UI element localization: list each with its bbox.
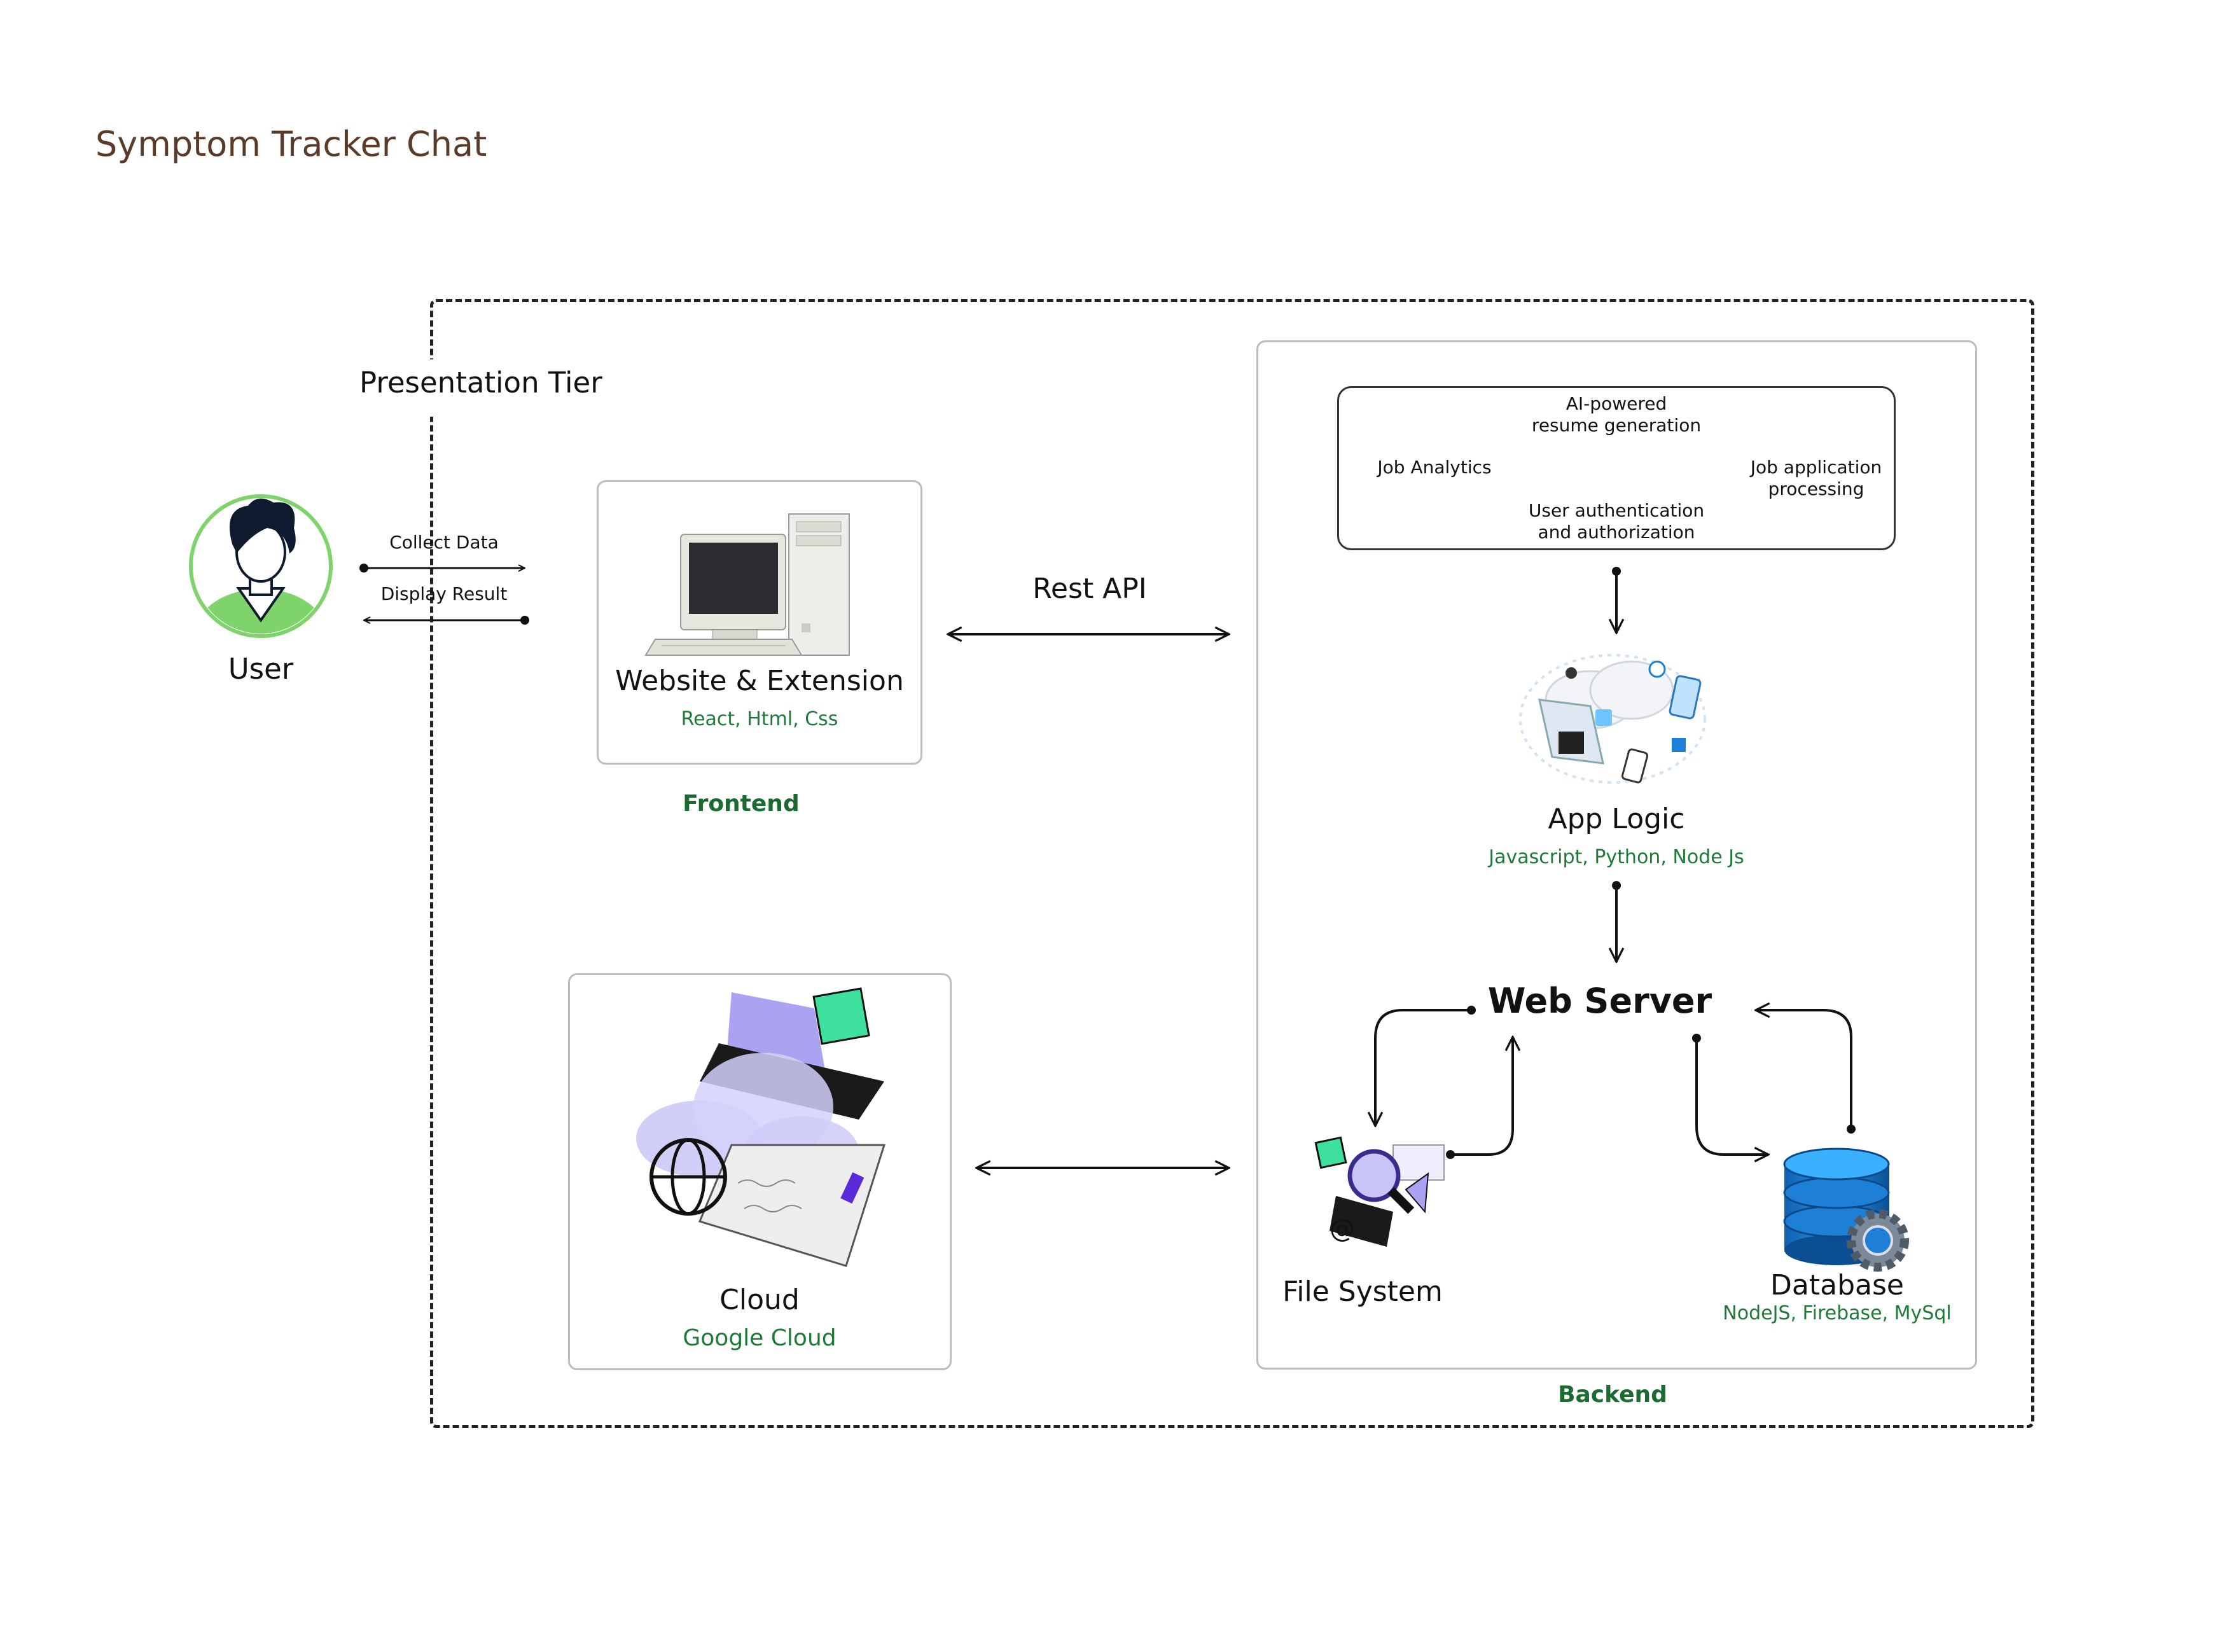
user-avatar-icon[interactable] — [189, 494, 333, 638]
features-box — [1337, 386, 1896, 550]
page-title: Symptom Tracker Chat — [95, 124, 487, 164]
webserver-to-database-arrow — [1697, 1038, 1768, 1155]
app-logic-tech: Javascript, Python, Node Js — [1489, 846, 1744, 868]
webserver-to-filesystem-arrow — [1375, 1010, 1471, 1126]
database-cylinder-icon — [1783, 1148, 1909, 1272]
rest-api-label: Rest API — [1032, 573, 1147, 605]
feature-ai-resume: AI-powered resume generation — [1531, 393, 1702, 436]
web-server-title: Web Server — [1487, 981, 1712, 1021]
presentation-tier-frame — [430, 299, 2034, 1428]
feature-auth: User authentication and authorization — [1528, 500, 1705, 543]
feature-job-processing: Job application processing — [1750, 457, 1882, 499]
backend-section-label: Backend — [1558, 1382, 1667, 1408]
cloud-provider: Google Cloud — [683, 1325, 837, 1351]
frontend-section-label: Frontend — [683, 791, 800, 817]
cloud-storage-icon — [636, 987, 886, 1267]
feature-job-analytics: Job Analytics — [1377, 457, 1492, 478]
presentation-tier-label: Presentation Tier — [359, 366, 602, 399]
tier-label-background — [356, 359, 623, 417]
database-tech: NodeJS, Firebase, MySql — [1723, 1302, 1952, 1324]
file-system-title: File System — [1282, 1275, 1443, 1308]
desktop-computer-icon — [644, 513, 850, 656]
user-label: User — [228, 652, 294, 686]
file-system-icon: @ — [1314, 1136, 1445, 1247]
app-logic-title: App Logic — [1548, 803, 1685, 835]
frontend-title: Website & Extension — [615, 665, 904, 697]
frontend-tech: React, Html, Css — [681, 708, 838, 730]
cloud-title: Cloud — [719, 1284, 800, 1316]
svg-text:@: @ — [1330, 1214, 1355, 1244]
filesystem-to-webserver-arrow — [1450, 1037, 1513, 1155]
display-result-label: Display Result — [380, 583, 508, 604]
database-title: Database — [1770, 1269, 1904, 1301]
collect-data-label: Collect Data — [389, 532, 499, 553]
database-to-webserver-arrow — [1756, 1010, 1851, 1129]
app-logic-devices-icon — [1519, 654, 1706, 784]
